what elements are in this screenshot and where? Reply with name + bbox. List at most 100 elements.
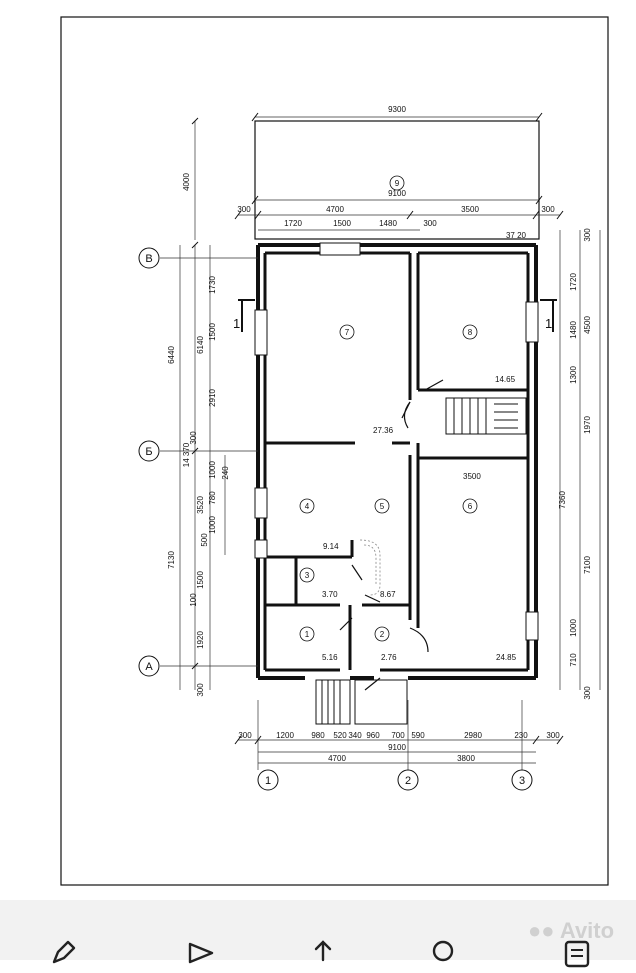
axis-bubble-2	[397, 769, 419, 791]
dim-bot-seg-6: 960	[366, 731, 380, 740]
axis-label-3: 3	[519, 775, 525, 787]
room-num-7: 7	[345, 328, 350, 337]
room-area-1: 5.16	[322, 653, 338, 662]
dim-left-seg-7: 1000	[208, 516, 217, 534]
axis-bubble-b	[138, 440, 160, 462]
dim-left-seg-4: 300	[189, 431, 198, 445]
room-num-9: 9	[395, 179, 400, 188]
send-icon[interactable]	[186, 938, 216, 968]
dim-right-seg-6: 7360	[558, 491, 567, 509]
dim-right-mid-1: 4500	[583, 316, 592, 334]
axis-label-1: 1	[265, 775, 271, 787]
room-numbers: 7 8 9 4 5 6 3 1 2	[305, 179, 473, 639]
dim-left-seg-6: 780	[208, 491, 217, 505]
axis-bubble-v	[138, 247, 160, 269]
dim-bot-axis-1: 4700	[328, 754, 346, 763]
room-num-8: 8	[468, 328, 473, 337]
avito-logo-icon: ●●	[528, 918, 555, 943]
axis-label-v: В	[145, 253, 152, 265]
search-icon[interactable]	[430, 938, 460, 968]
dim-right-seg-3: 1480	[569, 321, 578, 339]
share-icon[interactable]	[308, 938, 338, 968]
section-mark-right: 1	[545, 316, 552, 331]
dim-left-seg-11: 1920	[196, 631, 205, 649]
axis-label-b: Б	[145, 446, 152, 458]
top-dims: 9300 9100 300 4700 3500 300 1720 1500 14…	[237, 105, 555, 240]
room-num-2: 2	[380, 630, 385, 639]
axis-bubbles	[138, 247, 533, 791]
dim-left-terrace: 4000	[182, 173, 191, 191]
watermark-text: Avito	[559, 918, 615, 943]
dim-left-mid-2: 3520	[196, 496, 205, 514]
dim-left-seg-3: 2910	[208, 389, 217, 407]
axis-labels: В Б А 1 2 3	[145, 253, 525, 787]
dim-left-seg-8: 500	[200, 533, 209, 547]
dim-left-total: 14 370	[182, 442, 191, 467]
windows	[254, 242, 539, 641]
dim-bot-axis-2: 3800	[457, 754, 475, 763]
axis-bubble-a	[138, 655, 160, 677]
dim-bot-seg-5: 340	[348, 731, 362, 740]
dim-top-seg-1: 300	[237, 205, 251, 214]
dim-bot-seg-11: 300	[546, 731, 560, 740]
room-area-3: 3.70	[322, 590, 338, 599]
dim-left-seg-10: 100	[189, 593, 198, 607]
dim-top-sub-3: 1480	[379, 219, 397, 228]
dim-left-seg-1: 1730	[208, 276, 217, 294]
dim-right-seg-5: 1970	[583, 416, 592, 434]
dim-top-total: 9300	[388, 105, 406, 114]
room-num-4: 4	[305, 502, 310, 511]
room-areas: 14.65 9.14 27.36 24.85 3.70 5.16 2.76 8.…	[322, 375, 517, 662]
dim-right-seg-2: 1720	[569, 273, 578, 291]
flue	[359, 539, 381, 596]
left-dims: 4000 6440 14 370 7130 1730 1500 2910 300…	[167, 173, 230, 697]
dim-top-sub-4: 300	[423, 219, 437, 228]
axis-label-a: А	[145, 661, 153, 673]
dim-right-mid-2: 7100	[583, 556, 592, 574]
dim-right-seg-1: 300	[583, 228, 592, 242]
section-marks	[238, 299, 557, 332]
dim-right-seg-7: 1000	[569, 619, 578, 637]
room-num-1: 1	[305, 630, 310, 639]
dim-bot-seg-4: 520	[333, 731, 347, 740]
dim-right-seg-8: 710	[569, 653, 578, 667]
dim-top-inner: 9100	[388, 189, 406, 198]
edit-icon[interactable]	[48, 938, 78, 968]
room-num-3: 3	[305, 571, 310, 580]
dim-bot-seg-3: 980	[311, 731, 325, 740]
dim-top-sub-1: 1720	[284, 219, 302, 228]
dim-left-upper: 6440	[167, 346, 176, 364]
dim-top-right: 37 20	[506, 231, 527, 240]
axis-bubble-3	[511, 769, 533, 791]
dim-bot-seg-9: 2980	[464, 731, 482, 740]
dim-right-seg-9: 300	[583, 686, 592, 700]
floor-plan-drawing: В Б А 1 2 3 1 1 7 8 9 4 5 6 3 1 2 14.65	[60, 16, 609, 886]
dimension-ticks	[191, 112, 564, 745]
entrance-stairs	[315, 679, 408, 725]
dim-left-mid-1: 6140	[196, 336, 205, 354]
dim-top-seg-3: 3500	[461, 205, 479, 214]
dimension-lines	[160, 116, 601, 770]
section-mark-left: 1	[233, 316, 240, 331]
room-area-6: 24.85	[496, 653, 517, 662]
drawing-frame	[60, 16, 609, 886]
room-width-6: 3500	[463, 472, 481, 481]
exterior-walls	[256, 243, 538, 680]
dim-bot-seg-10: 230	[514, 731, 528, 740]
room-markers	[299, 175, 478, 642]
dim-left-lower: 7130	[167, 551, 176, 569]
bottom-toolbar	[0, 900, 636, 968]
room-area-8: 14.65	[495, 375, 516, 384]
dim-bot-seg-7: 700	[391, 731, 405, 740]
room-area-4: 9.14	[323, 542, 339, 551]
dim-top-seg-2: 4700	[326, 205, 344, 214]
dim-right-seg-4: 1300	[569, 366, 578, 384]
dim-left-seg-2: 1500	[208, 323, 217, 341]
dim-top-sub-2: 1500	[333, 219, 351, 228]
dim-left-seg-12: 300	[196, 683, 205, 697]
bottom-dims: 300 1200 980 520 340 960 700 590 2980 23…	[238, 731, 560, 763]
interior-walls	[263, 251, 530, 672]
room-area-5: 27.36	[373, 426, 394, 435]
room-num-6: 6	[468, 502, 473, 511]
dim-left-seg-9: 1500	[196, 571, 205, 589]
